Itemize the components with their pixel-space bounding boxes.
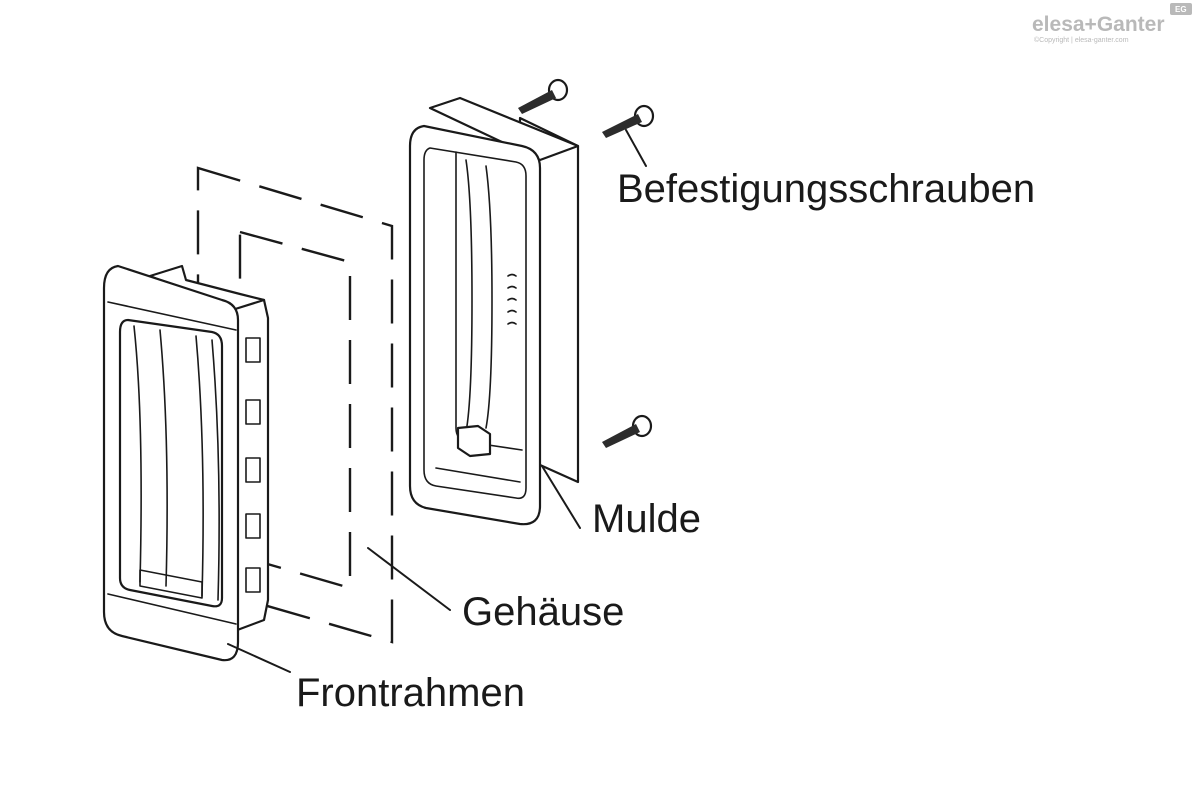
recess-part: [408, 96, 580, 526]
brand-name: elesa+Ganter: [1032, 13, 1165, 36]
label-recess: Mulde: [592, 497, 701, 541]
leader-recess: [541, 465, 581, 529]
leader-lines: [227, 129, 647, 673]
label-front-frame: Frontrahmen: [296, 671, 525, 715]
screw-top-left: [518, 78, 569, 114]
screw-bottom-right: [602, 414, 653, 448]
brand-logo: elesa+Ganter EG ©Copyright | elesa-gante…: [1032, 3, 1192, 44]
front-frame-part: [102, 264, 270, 662]
label-housing: Gehäuse: [462, 590, 624, 634]
leader-housing: [367, 547, 451, 611]
leader-front-frame: [227, 643, 291, 673]
vent-marks: [507, 273, 517, 325]
brand-badge-icon: [1170, 3, 1192, 15]
leader-screws: [625, 129, 647, 167]
screw-top-right: [602, 104, 655, 138]
label-screws: Befestigungsschrauben: [617, 167, 1035, 211]
brand-tagline: ©Copyright | elesa-ganter.com: [1034, 36, 1129, 44]
brand-badge: EG: [1175, 5, 1187, 14]
